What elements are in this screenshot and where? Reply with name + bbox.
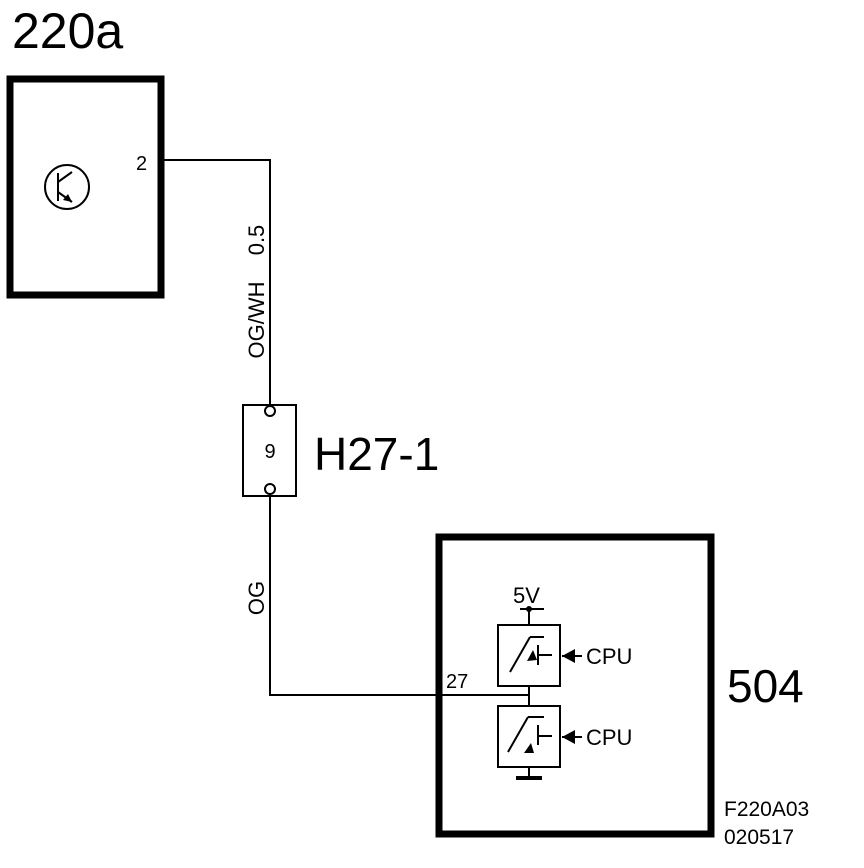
component-504-pin: 27 (446, 671, 468, 693)
component-504-label: 504 (727, 660, 804, 712)
wire-og (269, 494, 529, 696)
arrow-left-icon (562, 649, 582, 663)
connector-h27-1-label: H27-1 (314, 428, 439, 480)
wire-size-label: 0.5 (244, 225, 269, 256)
supply-voltage-label: 5V (513, 583, 540, 608)
figure-code-line1: F220A03 (724, 798, 809, 821)
component-220a-label: 220a (12, 3, 123, 59)
ground-icon (516, 767, 542, 780)
connector-terminal-top (264, 405, 276, 417)
wire-color-og-label: OG (244, 581, 269, 615)
switch-transistor-icon (497, 624, 561, 687)
arrow-left-icon (562, 730, 582, 744)
switch-transistor-icon (497, 705, 561, 768)
figure-code-line2: 020517 (724, 826, 794, 849)
wire-color-og-wh-label: OG/WH (244, 282, 269, 359)
component-220a-box (6, 75, 165, 299)
component-220a-pin: 2 (136, 153, 147, 175)
wire-og-wh (161, 159, 271, 407)
cpu-label-top: CPU (586, 644, 632, 669)
component-504-box (435, 533, 715, 838)
transistor-symbol-icon (44, 164, 90, 210)
cpu-label-bottom: CPU (586, 725, 632, 750)
connector-terminal-bottom (264, 483, 276, 495)
connector-pin-label: 9 (264, 441, 275, 463)
